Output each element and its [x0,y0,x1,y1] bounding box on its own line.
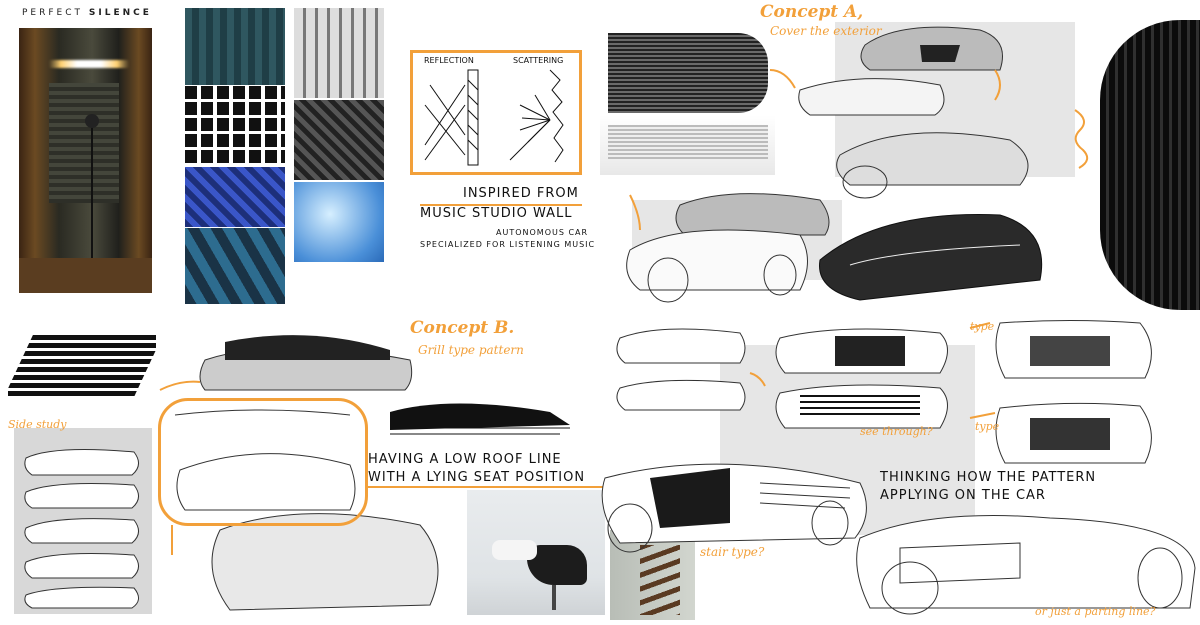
ribbed-block-render [600,25,775,175]
title-suffix: SILENCE [88,8,152,18]
stacked-slabs-render [8,330,156,405]
scattering-label: SCATTERING [513,56,564,65]
lounge-chair-photo [467,490,605,615]
note-type-a: type [970,320,995,333]
studio-photo [19,28,152,293]
concept-b-title: Concept B. [410,318,515,338]
concept-b-sketches [159,335,570,611]
ribbed-reflection [608,125,768,160]
stair-photo [610,530,695,620]
pattern-sketches [601,320,1196,615]
side-study-label: Side study [8,418,67,431]
note-stair-type: stair type? [700,545,765,559]
inspired-underline [420,204,582,206]
microphone [85,114,99,128]
foam-photo-1 [185,8,285,85]
concept-a-sketches [626,26,1043,303]
pattern-text-line1: THINKING HOW THE PATTERN [880,470,1097,485]
foam-photo-3 [185,167,285,227]
concept-a-title: Concept A, [760,2,864,22]
foam-photo-2 [185,86,285,166]
inspired-title-line2: MUSIC STUDIO WALL [420,206,573,221]
foam-photo-6 [294,100,384,180]
ribbed-block [608,33,768,113]
inspired-title-line1: INSPIRED FROM [463,186,579,201]
concept-a-subtitle: Cover the exterior [770,24,882,38]
note-parting-line: or just a parting line? [1035,605,1156,618]
concept-b-subtitle: Grill type pattern [418,343,524,357]
roof-text-underline [368,486,608,488]
reflection-label: REFLECTION [424,56,474,65]
acoustic-diagram-drawing [424,69,564,166]
concept-b-highlight [158,398,368,526]
roof-text-line1: HAVING A LOW ROOF LINE [368,452,562,467]
surface-sketch-note [1074,109,1089,169]
foam-photo-4 [185,228,285,304]
studio-floor [19,258,152,293]
inspired-sub-line1: AUTONOMOUS CAR [496,228,589,237]
roof-text-line2: WITH A LYING SEAT POSITION [368,470,586,485]
inspired-sub-line2: SPECIALIZED FOR LISTENING MUSIC [420,240,596,249]
note-type-b: type [975,420,1000,433]
dark-ribbed-surface [1100,20,1200,310]
foam-photo-7 [294,182,384,262]
title-prefix: PERFECT [22,8,84,18]
page-title: PERFECT SILENCE [22,8,152,18]
studio-panel [49,83,119,203]
pattern-text-line2: APPLYING ON THE CAR [880,488,1046,503]
studio-lights [49,60,129,68]
acoustic-diagram [410,50,582,175]
mic-stand [91,123,93,258]
side-study-sketches [24,449,139,609]
note-see-through: see through? [860,425,933,438]
foam-photo-5 [294,8,384,98]
